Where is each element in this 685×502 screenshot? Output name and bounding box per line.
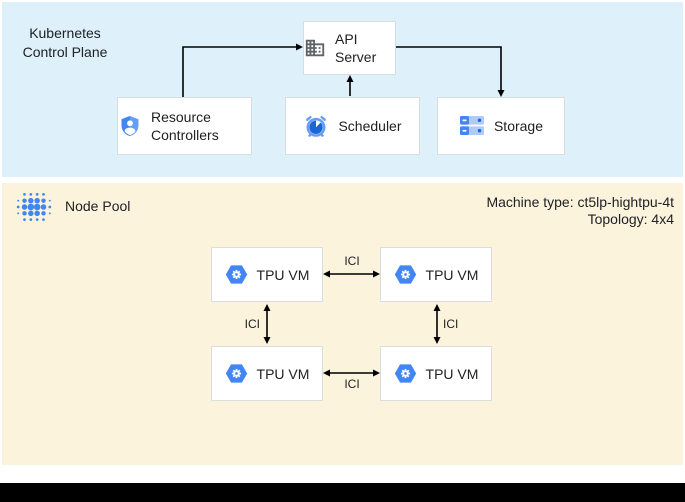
node-api-server: API Server (303, 21, 396, 75)
ici-label-right: ICI (443, 317, 459, 331)
bottom-bar (0, 483, 685, 502)
arrowhead-down-icon (497, 90, 505, 97)
node-pool-section: Node Pool Machine type: ct5lp-hightpu-4t… (2, 183, 683, 465)
node-tpu-vm-3: TPU VM (211, 346, 323, 401)
arrowhead-right-icon (296, 43, 303, 51)
node-tpu-vm-1: TPU VM (211, 247, 323, 302)
node-pool-title: Node Pool (65, 198, 131, 214)
server-stack-icon (459, 115, 485, 137)
topology-text: Topology: 4x4 (587, 211, 674, 227)
node-label: Resource Controllers (151, 109, 219, 143)
shield-user-icon (118, 114, 142, 138)
hexagon-gear-icon (394, 363, 417, 384)
ici-label-top: ICI (344, 254, 360, 268)
connector-rc-to-api (182, 46, 296, 97)
ici-label-bottom: ICI (344, 377, 360, 391)
node-resource-controllers: Resource Controllers (117, 97, 252, 155)
node-storage: Storage (437, 97, 565, 155)
machine-type-text: Machine type: ct5lp-hightpu-4t (486, 194, 674, 210)
ici-label-left: ICI (244, 317, 260, 331)
building-icon (304, 37, 326, 59)
node-tpu-vm-4: TPU VM (380, 346, 492, 401)
node-scheduler: Scheduler (285, 97, 420, 155)
node-label: Scheduler (338, 118, 402, 134)
node-pool-meta: Machine type: ct5lp-hightpu-4t Topology:… (486, 194, 674, 228)
hexagon-gear-icon (394, 264, 417, 285)
node-label: TPU VM (425, 365, 479, 382)
node-label: TPU VM (425, 266, 479, 283)
connector-api-to-storage (396, 46, 502, 90)
dot-cluster-icon (15, 191, 53, 228)
control-plane-title: Kubernetes Control Plane (22, 25, 108, 60)
hexagon-gear-icon (225, 363, 248, 384)
node-tpu-vm-2: TPU VM (380, 247, 492, 302)
alarm-clock-icon (303, 113, 329, 139)
control-plane-section: Kubernetes Control Plane API Server Reso… (2, 2, 683, 177)
node-label: API Server (335, 31, 377, 65)
node-label: TPU VM (256, 266, 310, 283)
hexagon-gear-icon (225, 264, 248, 285)
node-label: TPU VM (256, 365, 310, 382)
node-label: Storage (493, 118, 544, 134)
arrowhead-up-icon (346, 75, 354, 82)
